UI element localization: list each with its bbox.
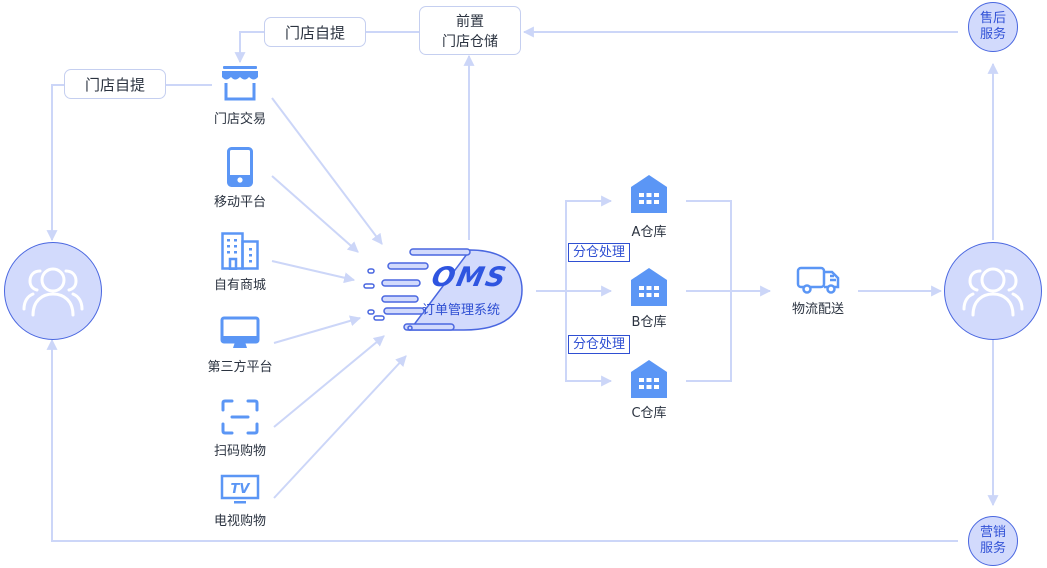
front-warehouse-line2: 门店仓储 <box>442 34 498 50</box>
front-warehouse-line1: 前置 <box>456 14 484 30</box>
front-warehouse-box: 前置 门店仓储 <box>419 6 521 55</box>
channel-label-third-party: 第三方平台 <box>207 360 273 375</box>
warehouse-label-a: A仓库 <box>631 225 667 240</box>
connector-split-a <box>565 195 613 291</box>
connector-split-c <box>565 291 613 387</box>
channel-label-mobile: 移动平台 <box>213 195 267 210</box>
tv-icon: TV <box>220 474 260 504</box>
connector-channel-mall <box>271 260 356 284</box>
after-sales-line1: 售后 <box>979 11 1006 26</box>
customer-left-node <box>4 242 102 340</box>
warehouse-label-c: C仓库 <box>631 406 667 421</box>
connector-channel-scan <box>273 335 385 428</box>
channel-label-store: 门店交易 <box>213 112 267 127</box>
smartphone-icon <box>227 147 253 187</box>
marketing-line1: 营销 <box>979 525 1006 540</box>
warehouse-icon <box>631 360 667 398</box>
warehouse-label-b: B仓库 <box>631 315 667 330</box>
after-sales-node: 售后 服务 <box>968 2 1018 52</box>
logistics-label: 物流配送 <box>791 302 845 317</box>
warehouse-icon <box>631 268 667 306</box>
connector-channel-third <box>273 315 362 344</box>
oms-title: OMS <box>428 262 511 293</box>
customer-right-node <box>944 242 1042 340</box>
channel-label-tv: 电视购物 <box>213 514 267 529</box>
channel-label-scan: 扫码购物 <box>213 444 267 459</box>
after-sales-line2: 服务 <box>979 27 1006 42</box>
connector-marketing-to-customer <box>46 338 958 542</box>
scan-icon <box>221 399 259 435</box>
buildings-icon <box>221 232 259 270</box>
oms-speed-icon <box>363 248 523 331</box>
connector-channel-tv <box>273 355 407 499</box>
storefront-icon <box>222 66 258 101</box>
connector-left-pickup-to-customer <box>46 84 64 242</box>
store-pickup-top: 门店自提 <box>264 17 366 47</box>
users-icon <box>22 267 84 317</box>
users-icon <box>962 267 1024 317</box>
svg-text:TV: TV <box>231 482 251 497</box>
marketing-node: 营销 服务 <box>968 516 1018 566</box>
connector-channel-store <box>271 97 383 245</box>
marketing-line2: 服务 <box>979 541 1006 556</box>
warehouse-icon <box>631 175 667 213</box>
split-tag-2: 分仓处理 <box>568 335 631 354</box>
monitor-icon <box>220 316 260 348</box>
store-pickup-left: 门店自提 <box>64 69 166 99</box>
channel-label-mall: 自有商城 <box>213 278 267 293</box>
truck-icon <box>796 266 840 294</box>
oms-subtitle: 订单管理系统 <box>422 303 501 318</box>
connector-pickup-to-store <box>234 31 264 64</box>
split-tag-1: 分仓处理 <box>568 243 631 262</box>
connector-channel-mobile <box>271 175 359 253</box>
